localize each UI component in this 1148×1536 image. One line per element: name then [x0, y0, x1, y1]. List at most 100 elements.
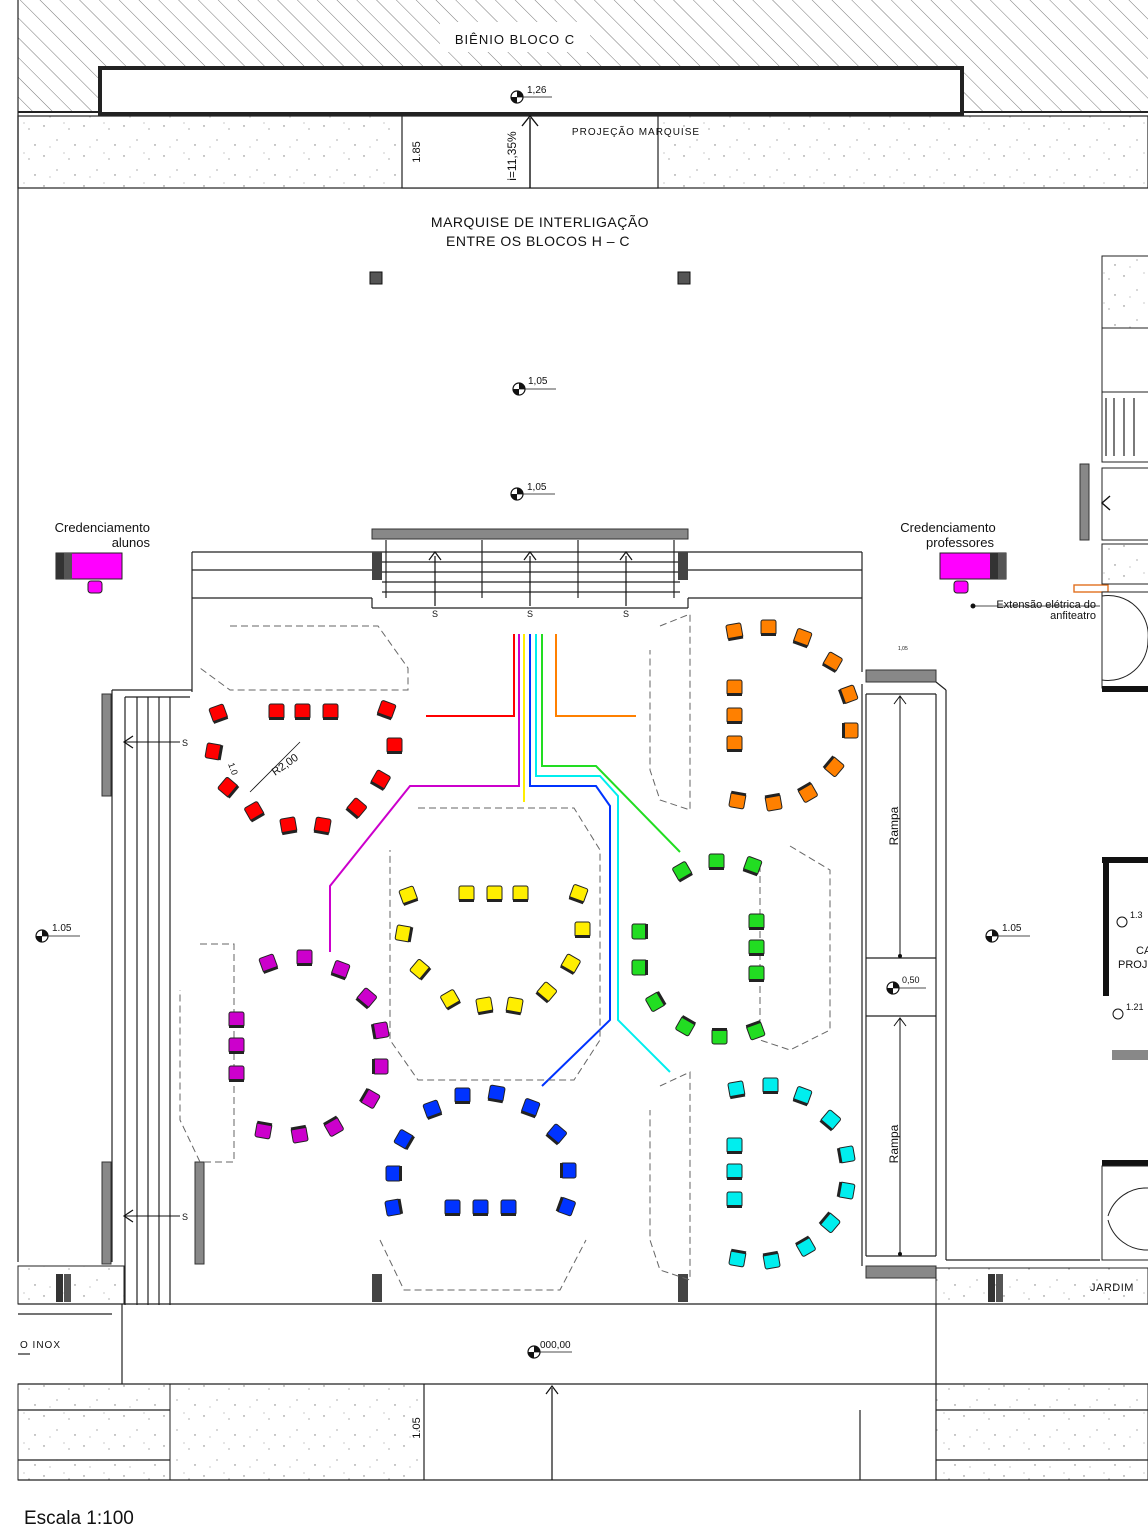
chair — [836, 1145, 856, 1164]
chair — [228, 1011, 245, 1028]
svg-text:1,26: 1,26 — [527, 85, 547, 96]
chair — [454, 1087, 471, 1104]
chair — [708, 853, 725, 870]
svg-text:CA: CA — [1136, 945, 1148, 957]
chair — [535, 981, 557, 1004]
group-outline — [179, 943, 235, 1163]
chair — [764, 792, 783, 812]
chair — [838, 684, 859, 705]
bloco-h-edge: 1.3 CA PROJ 1.21 — [1079, 255, 1148, 1261]
svg-text:1.05: 1.05 — [52, 923, 72, 934]
chair — [631, 959, 648, 976]
chair — [279, 816, 298, 836]
chair — [323, 1115, 344, 1137]
extensao-eletrica: Extensão elétrica do anfiteatro — [970, 584, 1109, 622]
chair — [359, 1087, 381, 1109]
slope-label: i=11,35% — [505, 131, 519, 181]
group-outline — [379, 1239, 587, 1291]
chair — [711, 1028, 728, 1045]
chair — [762, 1250, 781, 1270]
svg-text:S: S — [623, 609, 629, 619]
chair — [748, 939, 765, 956]
chair — [836, 1181, 856, 1200]
title-label: BIÊNIO BLOCO C — [455, 32, 575, 47]
chair — [440, 989, 461, 1011]
chair — [726, 679, 743, 696]
credenciamento-professores: Credenciamento professores — [900, 520, 1007, 594]
chair — [818, 1211, 841, 1233]
power-line — [426, 634, 515, 717]
chair — [568, 884, 589, 905]
level-marker-right: 1.05 — [985, 923, 1030, 943]
chair — [727, 1080, 746, 1100]
chair — [204, 742, 224, 761]
svg-text:Credenciamento: Credenciamento — [55, 520, 150, 535]
svg-text:S: S — [527, 609, 533, 619]
marquise-label-1: MARQUISE DE INTERLIGAÇÃO — [431, 214, 649, 230]
chair — [258, 953, 279, 974]
chairs — [204, 619, 859, 1270]
chair — [384, 1198, 404, 1217]
chair — [370, 1021, 390, 1040]
ramp: Rampa Rampa 0,50 1,05 — [861, 646, 1100, 1279]
chair — [672, 861, 693, 883]
credenciamento-alunos: Credenciamento alunos — [55, 520, 150, 594]
chair — [726, 1191, 743, 1208]
svg-text:Rampa: Rampa — [887, 806, 901, 845]
chair — [726, 707, 743, 724]
chair — [726, 735, 743, 752]
level-marker-1: 1,05 — [512, 376, 556, 396]
chair — [512, 885, 529, 902]
chair — [458, 885, 475, 902]
jardim-label: JARDIM — [1090, 1282, 1134, 1294]
chair — [475, 996, 494, 1016]
chair — [505, 996, 524, 1016]
chair — [559, 953, 581, 975]
chair — [244, 801, 265, 823]
chair — [228, 1065, 245, 1082]
chair — [385, 1165, 402, 1182]
svg-text:anfiteatro: anfiteatro — [1050, 610, 1096, 622]
group-outline — [649, 613, 691, 811]
chair — [394, 924, 414, 943]
chair — [472, 1199, 489, 1216]
radius-annotation: R2,00 1.0 — [226, 741, 301, 793]
svg-text:PROJ: PROJ — [1118, 959, 1147, 971]
bloco-c-wall: BIÊNIO BLOCO C — [18, 0, 1148, 116]
power-lines — [329, 634, 681, 1087]
chair — [409, 959, 432, 981]
chair — [675, 1015, 697, 1037]
group-outline — [389, 807, 601, 1081]
svg-text:1,05: 1,05 — [527, 482, 547, 493]
chair — [369, 769, 391, 791]
chair — [726, 1163, 743, 1180]
chair — [631, 923, 648, 940]
chair — [486, 885, 503, 902]
svg-text:1,05: 1,05 — [898, 646, 908, 652]
chair — [372, 1058, 389, 1075]
level-marker-left: 1.05 — [35, 923, 80, 943]
svg-text:Rampa: Rampa — [887, 1124, 901, 1163]
chair — [386, 737, 403, 754]
chair — [217, 777, 240, 799]
chair — [398, 885, 419, 906]
marquise-label-2: ENTRE OS BLOCOS H – C — [446, 233, 630, 249]
chair — [745, 1020, 766, 1041]
svg-text:Credenciamento: Credenciamento — [900, 520, 995, 535]
chair — [228, 1037, 245, 1054]
chair — [294, 703, 311, 720]
chair — [762, 1077, 779, 1094]
power-line — [529, 634, 611, 1087]
chair — [345, 797, 367, 820]
marquise-projection-band: PROJEÇÃO MARQUISE 1.85 i=11,35% — [17, 114, 1148, 189]
chair — [760, 619, 777, 636]
svg-text:1.0: 1.0 — [226, 761, 240, 776]
chair — [500, 1199, 517, 1216]
svg-text:Extensão elétrica do: Extensão elétrica do — [996, 599, 1096, 611]
chair — [842, 722, 859, 739]
chair — [748, 965, 765, 982]
chair — [290, 1124, 309, 1144]
svg-text:S: S — [432, 609, 438, 619]
chair — [822, 755, 845, 777]
